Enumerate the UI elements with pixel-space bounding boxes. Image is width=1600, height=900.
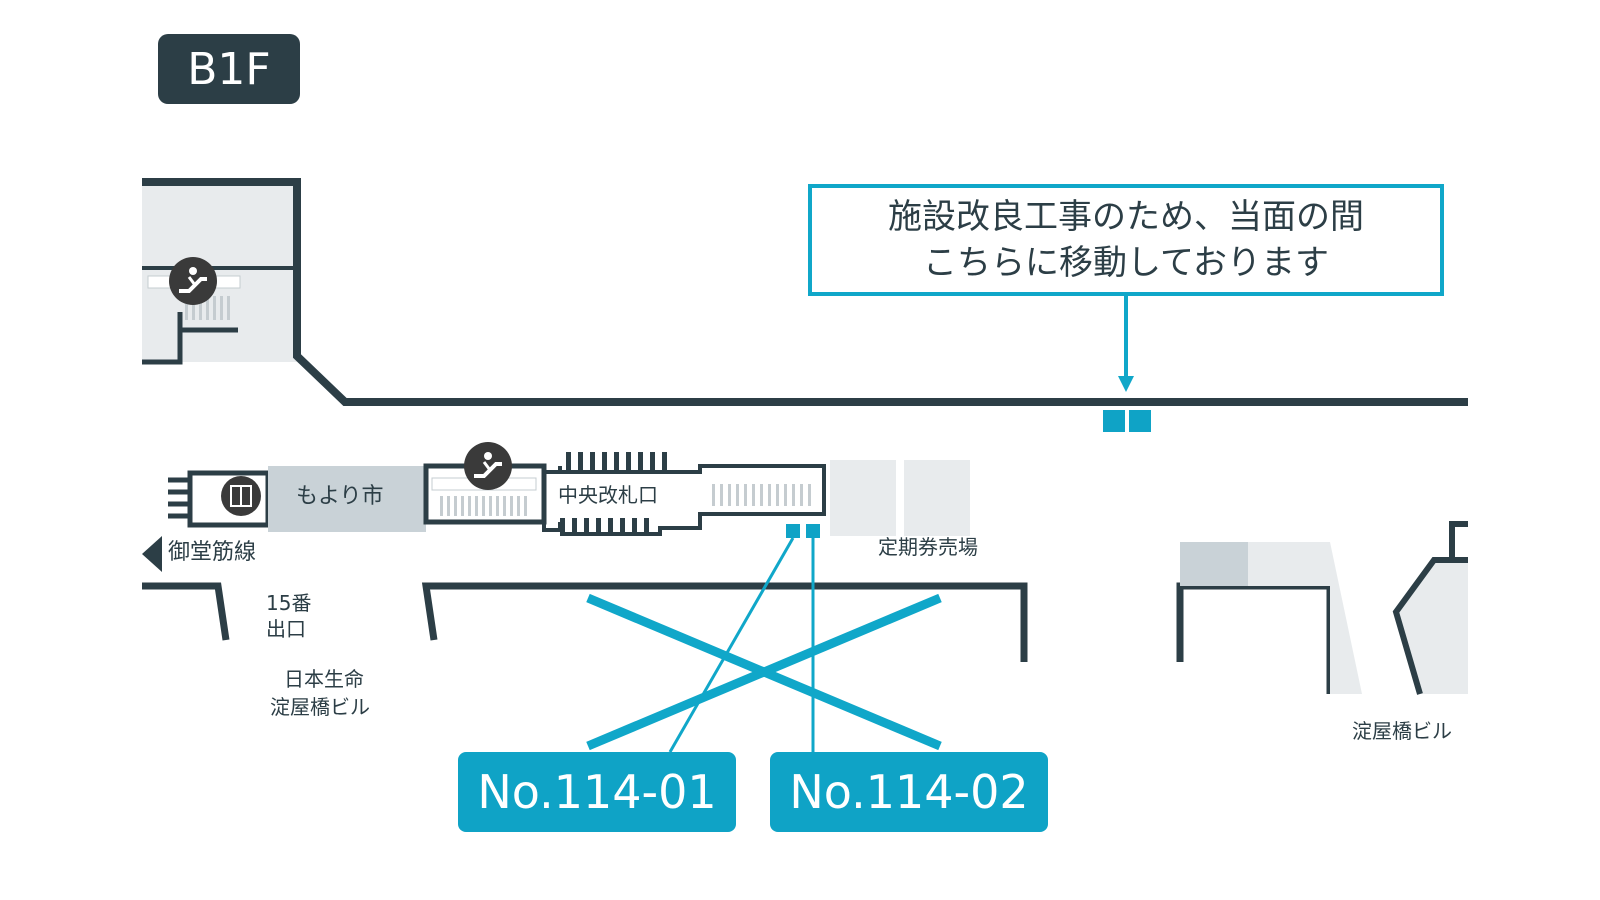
nissay-label-2: 淀屋橋ビル: [270, 695, 370, 719]
left-arrow-icon: [142, 536, 162, 572]
removed-mark: [586, 537, 942, 753]
floor-badge: B1F: [158, 34, 300, 104]
locker-box-114-01: No.114-01: [458, 752, 736, 832]
exit15-label-1: 15番: [266, 591, 312, 615]
yodoyabashi-bldg-label: 淀屋橋ビル: [1352, 719, 1452, 743]
midosuji-line-label: 御堂筋線: [168, 540, 257, 565]
escalator-icon: [464, 442, 512, 490]
notice-line-1: 施設改良工事のため、当面の間: [888, 197, 1364, 237]
locker-box-114-02: No.114-02: [770, 752, 1048, 832]
notice-line-2: こちらに移動しております: [923, 243, 1329, 283]
commuter-pass-label: 定期券売場: [878, 535, 978, 559]
escalator-icon: [169, 257, 217, 305]
right-rooms: [1180, 521, 1468, 695]
new-locker-marker: [1103, 410, 1151, 432]
exit15-label-2: 出口: [266, 617, 306, 641]
central-gate-label: 中央改札口: [558, 483, 658, 507]
top-left-building: [142, 178, 1468, 406]
elevator-icon: [221, 476, 261, 516]
nissay-label-1: 日本生命: [284, 667, 364, 691]
moyori-ichi-label: もより市: [296, 484, 384, 509]
notice-box: 施設改良工事のため、当面の間 こちらに移動しております: [808, 184, 1444, 296]
